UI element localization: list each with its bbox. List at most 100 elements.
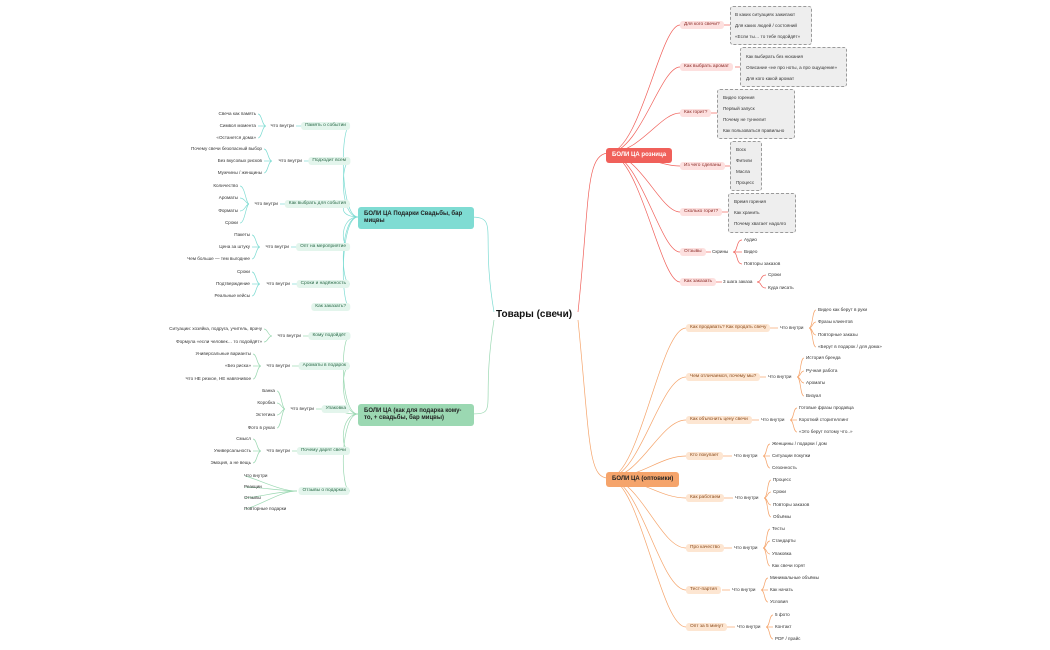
leaf: Универсальность (213, 448, 251, 453)
node-how-burns[interactable]: Как горит? (680, 109, 712, 117)
leaf: Первый запуск (723, 106, 755, 111)
node-opt-5min[interactable]: Опт за 5 минут (686, 623, 728, 631)
node-made-of[interactable]: Из чего сделаны (680, 162, 726, 170)
leaf: История бренда (806, 355, 841, 360)
leaf: Фото в руках (247, 425, 275, 430)
leaf: Банка (262, 388, 275, 393)
node-who-fits[interactable]: Кому подойдёт (308, 332, 350, 340)
node-fits-all[interactable]: Подходит всем (308, 157, 350, 165)
node-who-buys[interactable]: Кто покупает (686, 452, 723, 460)
node-how-order[interactable]: Как заказать (680, 278, 717, 286)
leaf: Описание «не про ноты, а про ощущение» (746, 65, 838, 70)
leaf: «Без риска» (224, 363, 251, 368)
box-how-burns (717, 89, 795, 139)
leaf: Что НЕ резкое, НЕ навязчивое (185, 376, 251, 381)
leaf: Эмоция, а не вещь (210, 460, 251, 465)
leaf: Почему свечи безопасный выбор (191, 146, 262, 151)
node-for-whom[interactable]: Для кого свечи? (680, 21, 724, 29)
leaf: Сезонность (772, 465, 797, 470)
node-why-candles[interactable]: Почему дарят свечи (296, 447, 350, 455)
leaf: «Это берут потому что..» (799, 429, 853, 434)
node-gift-reviews[interactable]: Отзывы о подарках (298, 487, 350, 495)
leaf: Эстетика (255, 412, 275, 417)
inside-label: Что внутри (254, 201, 278, 206)
leaf: Повторные подарки (244, 506, 287, 511)
node-packaging[interactable]: Упаковка (321, 405, 350, 413)
leaf: Форматы (218, 208, 238, 213)
box-burn-time (728, 193, 796, 233)
inside-label: Что внутри (266, 363, 290, 368)
leaf: Символ момента (219, 123, 256, 128)
node-explain-price[interactable]: Как объяснить цену свечи (686, 416, 752, 424)
leaf: Повторы заказов (744, 261, 781, 266)
inside-label: Что внутри (768, 374, 792, 379)
leaf: Повторные заказы (818, 332, 858, 337)
inside-label: Что внутри (734, 453, 758, 458)
leaf: Готовые фразы продавца (799, 405, 854, 410)
leaf: Ароматы (806, 380, 826, 385)
node-event-memory[interactable]: Память о событии (301, 122, 350, 130)
leaf: Время горения (734, 199, 766, 204)
leaf: Цена за штуку (219, 244, 250, 249)
leaf: Видео горения (723, 95, 755, 100)
inside-label: Что внутри (278, 158, 302, 163)
inside-label: Что внутри (734, 545, 758, 550)
leaf: Как начать (770, 587, 793, 592)
leaf: Тесты (772, 526, 785, 531)
node-reviews[interactable]: Отзывы (680, 248, 706, 256)
inside-label: Что внутри (737, 624, 761, 629)
leaf: Для каких людей / состояний (735, 23, 797, 28)
leaf: Условия (770, 599, 788, 604)
inside-label: Что внутри (265, 244, 289, 249)
leaf: Объёмы (773, 514, 791, 519)
box-for-whom (730, 6, 812, 45)
leaf: Отзывы (244, 495, 261, 500)
leaf: Короткий сторителлинг (799, 417, 849, 422)
branch-retail[interactable]: БОЛИ ЦА розница (606, 148, 673, 163)
leaf: Визуал (806, 393, 822, 398)
leaf: Куда писать (768, 285, 794, 290)
branch-gift-someone[interactable]: БОЛИ ЦА (как для подарка кому-то, + свад… (358, 404, 474, 426)
leaf: Коробка (257, 400, 275, 405)
leaf: В каких ситуациях зажигают (735, 12, 796, 17)
leaf: Упаковка (772, 551, 792, 556)
leaf: Что внутри (244, 473, 268, 478)
node-choose-event[interactable]: Как выбрать для события (284, 200, 350, 208)
leaf: Пакеты (234, 232, 250, 237)
root-topic[interactable]: Товары (свечи) (496, 309, 573, 320)
leaf: Как свечи горят (772, 563, 806, 568)
node-how-order-gifts[interactable]: Как заказать? (311, 303, 350, 311)
node-why-us[interactable]: Чем отличаемся, почему мы? (686, 373, 761, 381)
branch-gifts-weddings[interactable]: БОЛИ ЦА Подарки Свадьбы, бар мицвы (358, 207, 474, 229)
leaf: «Если ты… то тебе подойдёт» (735, 34, 801, 39)
node-deadlines[interactable]: Сроки и надёжность (296, 280, 350, 288)
leaf: Почему хватает надолго (734, 221, 787, 226)
node-how-work[interactable]: Как работаем (686, 494, 725, 502)
leaf: Ароматы (218, 195, 238, 200)
leaf: Как пользоваться правильно (723, 128, 785, 133)
inside-label: Что внутри (270, 123, 294, 128)
node-test-batch[interactable]: Тест-партия (686, 586, 721, 594)
leaf: Сроки (768, 272, 782, 277)
node-gift-scents[interactable]: Ароматы в подарок (298, 362, 350, 370)
leaf: Воск (736, 147, 746, 152)
leaf: Повторы заказов (773, 502, 810, 507)
node-how-sell[interactable]: Как продавать? Как продать свечу (686, 324, 771, 332)
branch-wholesale[interactable]: БОЛИ ЦА (оптовики) (606, 472, 680, 487)
node-quality[interactable]: Про качество (686, 544, 724, 552)
leaf: Смысл (236, 436, 251, 441)
leaf: Чем больше — тем выгоднее (187, 256, 250, 261)
leaf: Сроки (773, 489, 787, 494)
leaf: Реальные кейсы (214, 293, 251, 298)
node-choose-scent[interactable]: Как выбрать аромат (680, 63, 733, 71)
leaf: Подтверждение (215, 281, 250, 286)
inside-label: Что внутри (290, 406, 314, 411)
box-made-of (730, 141, 762, 191)
node-burn-time[interactable]: Сколько горит? (680, 208, 723, 216)
leaf: Как выбирать без нюхания (746, 54, 803, 59)
leaf: Для кого какой аромат (746, 76, 795, 81)
node-event-wholesale[interactable]: Опт на мероприятие (296, 243, 350, 251)
leaf: Без вкусовых рисков (217, 158, 262, 163)
leaf: Видео как берут в руки (818, 307, 868, 312)
